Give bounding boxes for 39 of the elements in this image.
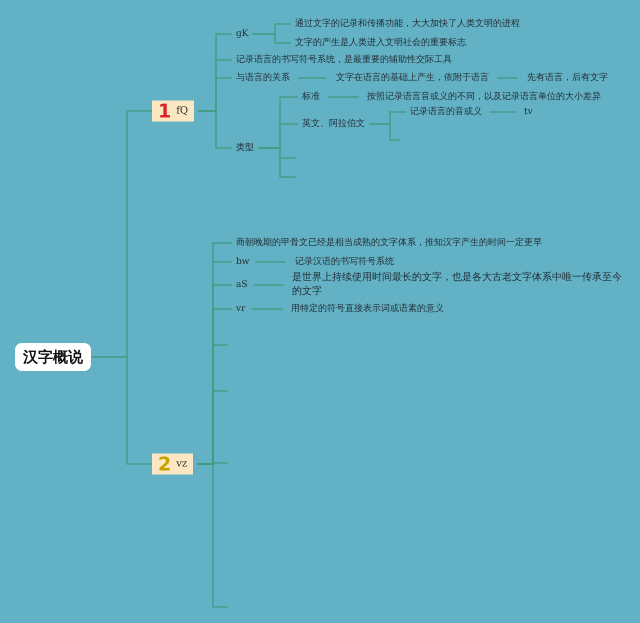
branch-text: 记录汉语的书写符号系统 <box>295 255 394 269</box>
branch-text: 是世界上持续使用时间最长的文字，也是各大古老文字体系中唯一传承至今的文字 <box>292 271 626 299</box>
branch-text: 与语言的关系 <box>236 71 290 85</box>
branch-text: 先有语言，后有文字 <box>527 71 608 85</box>
connector-line <box>497 77 517 79</box>
central-topic: 汉字概说 <box>15 343 91 371</box>
branch-text: 文字的产生是人类进入文明社会的重要标志 <box>295 36 466 50</box>
connector-line <box>91 356 152 465</box>
connector-line <box>255 261 285 263</box>
topic-number: 1 <box>158 104 172 118</box>
topic-box <box>152 100 194 122</box>
branch-text: 记录语言的音或义 <box>410 105 482 119</box>
branch-text: vr <box>236 302 246 316</box>
branch-text: 用特定的符号直接表示词或语素的意义 <box>291 302 444 316</box>
connector-line <box>252 33 291 44</box>
branch-text: 按照记录语言音或义的不同，以及记录语言单位的大小差异 <box>367 90 601 104</box>
branch-text: 商朝晚期的甲骨文已经是相当成熟的文字体系，推知汉字产生的时间一定更早 <box>236 236 542 250</box>
connector-line <box>369 123 400 141</box>
topic-number: 2 <box>158 457 172 471</box>
branch-text: 通过文字的记录和传播功能，大大加快了人类文明的进程 <box>295 17 520 31</box>
branch-text: bw <box>236 255 250 269</box>
connector-line <box>198 110 232 149</box>
connector-line <box>490 111 516 113</box>
branch-text: 英文、阿拉伯文 <box>302 117 365 131</box>
connector-line <box>328 96 359 98</box>
branch-text: 记录语言的书写符号系统，是最重要的辅助性交际工具 <box>236 53 452 67</box>
topic-box <box>152 454 194 474</box>
branch-text: gK <box>236 27 248 41</box>
branch-text: 类型 <box>236 141 254 155</box>
branch-text: 标准 <box>302 90 320 104</box>
connector-line <box>258 147 296 178</box>
branch-text: aS <box>236 278 248 292</box>
connector-line <box>254 284 284 286</box>
topic-label: vz <box>176 457 188 471</box>
branch-text: tv <box>524 105 533 119</box>
connector-line <box>251 308 283 310</box>
topic-label: fQ <box>176 104 188 118</box>
connector-line <box>298 77 326 79</box>
branch-text: 文字在语言的基础上产生，依附于语言 <box>336 71 489 85</box>
